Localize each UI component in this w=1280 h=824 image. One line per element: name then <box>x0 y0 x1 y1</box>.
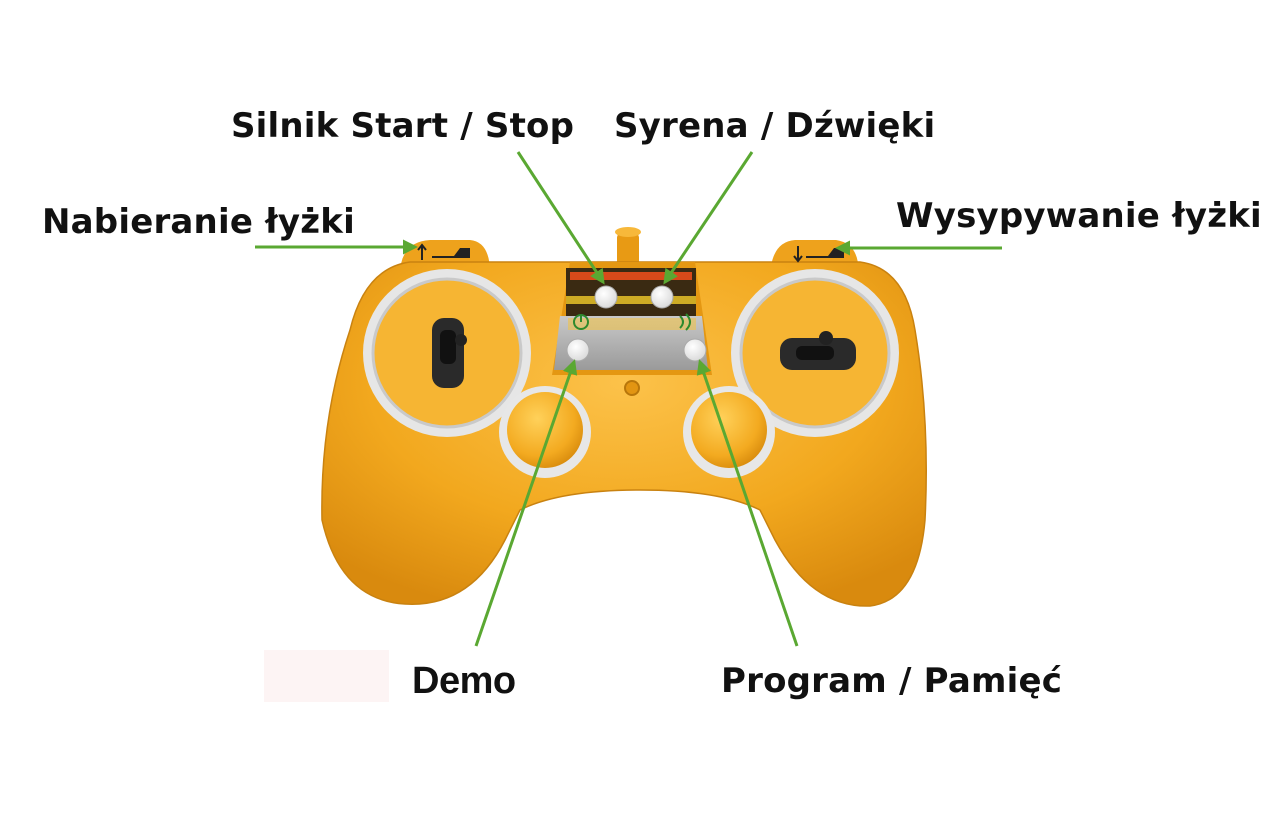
engine-start-stop-button[interactable] <box>594 285 618 309</box>
arrow-demo <box>474 359 578 647</box>
demo-label: Demo <box>412 660 516 702</box>
siren-sounds-button[interactable] <box>650 285 674 309</box>
excavator-up-icon <box>417 243 470 260</box>
left-round-button[interactable] <box>499 386 591 478</box>
arrow-siren-sounds <box>663 151 754 285</box>
bucket-dump-label: Wysypywanie łyżki <box>896 196 1262 236</box>
arrow-program-memory <box>696 359 799 647</box>
power-icon <box>573 314 589 330</box>
background-patch <box>264 650 389 702</box>
left-stick[interactable] <box>363 269 531 437</box>
demo-button[interactable] <box>566 338 590 362</box>
mic-hole <box>624 380 640 396</box>
bucket-scoop-label: Nabieranie łyżki <box>42 202 355 242</box>
sound-icon <box>679 313 691 331</box>
right-stick[interactable] <box>731 269 899 437</box>
engine-start-stop-label: Silnik Start / Stop <box>231 106 575 146</box>
excavator-down-icon <box>793 246 844 263</box>
callout-arrows <box>255 151 1002 647</box>
program-memory-button[interactable] <box>683 338 707 362</box>
right-round-button[interactable] <box>683 386 775 478</box>
arrow-engine-start-stop <box>516 151 605 285</box>
center-panel <box>552 262 712 375</box>
siren-sounds-label: Syrena / Dźwięki <box>614 106 936 146</box>
program-memory-label: Program / Pamięć <box>721 661 1063 701</box>
